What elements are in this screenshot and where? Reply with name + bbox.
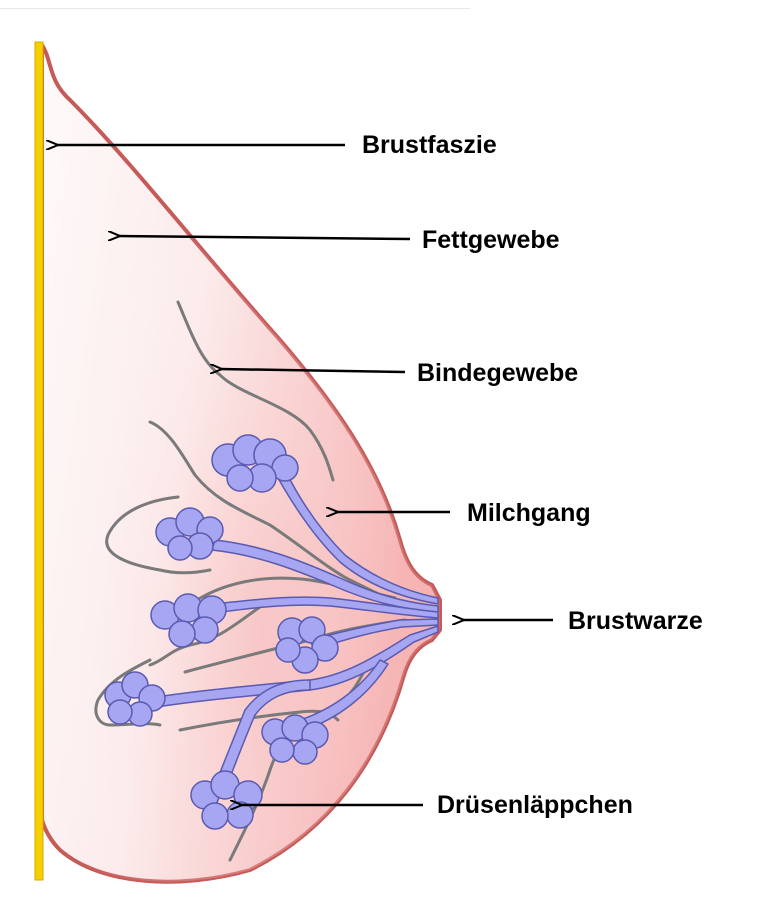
label-bindegewebe: Bindegewebe [417, 361, 578, 386]
label-brustfaszie: Brustfaszie [362, 133, 497, 158]
label-druesenlaeppchen: Drüsenläppchen [437, 793, 633, 818]
label-fettgewebe: Fettgewebe [422, 228, 560, 253]
fascia-bar [35, 42, 43, 880]
label-milchgang: Milchgang [467, 501, 591, 526]
label-brustwarze: Brustwarze [568, 609, 703, 634]
